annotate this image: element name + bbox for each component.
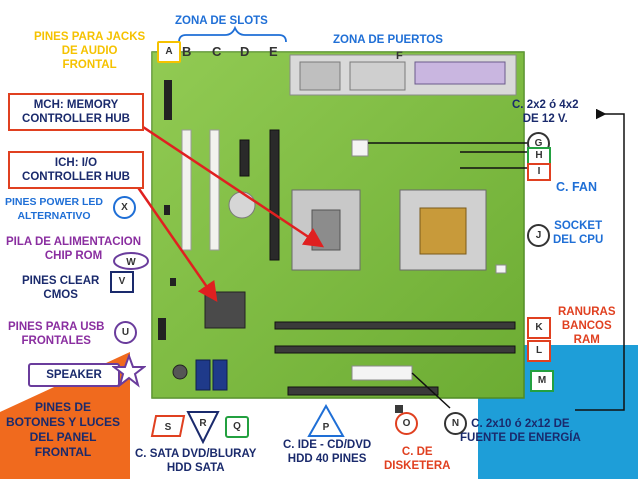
ide-connector [287, 386, 439, 396]
svg-text:S: S [165, 422, 172, 433]
marker-J: J [527, 224, 550, 247]
fan-connector [495, 264, 507, 274]
audio-jacks-label: PINES PARA JACKS DE AUDIO FRONTAL [34, 31, 146, 71]
svg-text:W: W [126, 257, 136, 268]
power-led-pins [164, 205, 170, 215]
clear-cmos-pins [170, 278, 176, 286]
ports-zone-title: ZONA DE PUERTOS [333, 34, 443, 46]
marker-R: R [186, 411, 220, 444]
parallel-port [414, 61, 506, 85]
bracket-power [575, 108, 625, 411]
usb-header-pins [158, 318, 166, 340]
marker-F: F [396, 50, 403, 62]
svg-text:P: P [323, 422, 330, 433]
marker-O: O [395, 412, 418, 435]
usb-port-stack [299, 61, 341, 91]
marker-A: A [157, 41, 181, 63]
marker-D: D [240, 44, 250, 59]
power-main-label: C. 2x10 ó 2x12 DE FUENTE DE ENERGÍA [460, 418, 581, 444]
marker-X: X [113, 196, 136, 219]
marker-V: V [110, 271, 134, 293]
power-led-label: PINES POWER LED ALTERNATIVO [5, 196, 104, 222]
floppy-label: C. DE DISKETERA [384, 446, 451, 472]
cpu-socket-core [419, 207, 467, 255]
sata-port-2 [212, 359, 228, 391]
ram-slot-2 [274, 345, 516, 354]
pci-slot-2 [209, 129, 220, 251]
leader-N [411, 372, 451, 409]
marker-C: C [212, 44, 222, 59]
marker-I: I [527, 163, 551, 181]
ich-label-box: ICH: I/O CONTROLLER HUB [8, 151, 144, 189]
battery-label: PILA DE ALIMENTACION CHIP ROM [6, 236, 142, 262]
marker-M: M [530, 370, 554, 392]
pcie-x1-slot [239, 139, 250, 177]
mch-arrow [136, 121, 325, 248]
slots-zone-title: ZONA DE SLOTS [175, 15, 268, 27]
marker-U: U [114, 321, 137, 344]
svg-text:R: R [199, 418, 207, 429]
power-12v-label: C. 2x2 ó 4x2 DE 12 V. [512, 99, 579, 125]
marker-Q: Q [225, 416, 249, 438]
12v-connector [351, 139, 369, 157]
marker-P: P [307, 404, 345, 437]
ram-label: RANURAS BANCOS RAM [558, 306, 616, 346]
audio-port-stack [349, 61, 406, 91]
pcie-x16-slot [269, 129, 280, 261]
ide-label: C. IDE - CD/DVD HDD 40 PINES [283, 439, 372, 465]
ram-slot-1 [274, 321, 516, 330]
usb-label: PINES PARA USB FRONTALES [8, 321, 105, 347]
marker-N: N [444, 412, 467, 435]
pci-slot-1 [181, 129, 192, 251]
marker-W: W [113, 252, 149, 270]
marker-E: E [269, 44, 278, 59]
socket-label: SOCKET DEL CPU [553, 220, 604, 246]
sata-port-1 [195, 359, 211, 391]
marker-T-star [112, 354, 146, 388]
front-panel-label: PINES DE BOTONES Y LUCES DEL PANEL FRONT… [6, 400, 121, 459]
slots-brace [178, 25, 287, 43]
marker-B: B [182, 44, 192, 59]
onboard-speaker [172, 364, 188, 380]
clear-cmos-label: PINES CLEAR CMOS [22, 275, 100, 301]
mch-label-box: MCH: MEMORY CONTROLLER HUB [8, 93, 144, 131]
marker-K: K [527, 317, 551, 339]
marker-S: S [150, 415, 186, 437]
speaker-label-box: SPEAKER [28, 363, 120, 387]
fan-label: C. FAN [556, 180, 597, 194]
ich-arrow [135, 185, 218, 303]
front-audio-pins [164, 80, 172, 120]
fdd-connector [395, 405, 403, 413]
sata-label: C. SATA DVD/BLURAY HDD SATA [135, 448, 257, 474]
marker-L: L [527, 340, 551, 362]
